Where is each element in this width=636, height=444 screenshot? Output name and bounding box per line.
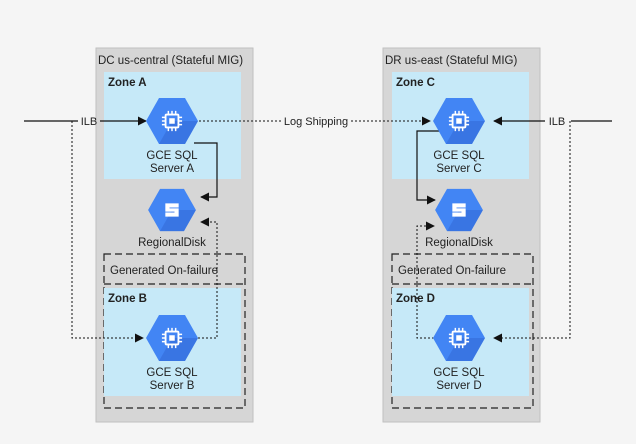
region-label: DR us-east (Stateful MIG) xyxy=(385,55,517,67)
server-label-line2: Server D xyxy=(436,380,481,392)
server-node-a[interactable]: GCE SQL Server A xyxy=(146,98,198,175)
log-shipping-label: Log Shipping xyxy=(284,116,348,128)
regional-disk-dc[interactable]: RegionalDisk xyxy=(138,188,206,249)
server-b-to-disk xyxy=(194,217,218,339)
disk-label: RegionalDisk xyxy=(425,237,493,249)
zone-label: Zone C xyxy=(396,77,435,89)
server-node-c[interactable]: GCE SQL Server C xyxy=(433,98,485,175)
ilb-left-label: ILB xyxy=(81,116,98,128)
server-node-b[interactable]: GCE SQL Server B xyxy=(146,315,198,392)
server-d-to-disk xyxy=(416,221,442,339)
failure-group-label: Generated On-failure xyxy=(398,265,506,277)
zone-label: Zone B xyxy=(108,293,147,305)
zone-label: Zone A xyxy=(108,77,147,89)
ilb-left-dotted-b xyxy=(71,121,144,343)
server-c-to-disk xyxy=(416,130,442,205)
server-label-line1: GCE SQL xyxy=(146,150,198,162)
server-label-line1: GCE SQL xyxy=(433,150,485,162)
ilb-right-dotted-d xyxy=(493,121,571,343)
regional-disk-dr[interactable]: RegionalDisk xyxy=(425,188,493,249)
server-a-to-disk xyxy=(194,142,218,202)
server-label-line1: GCE SQL xyxy=(146,367,198,379)
server-label-line1: GCE SQL xyxy=(433,367,485,379)
server-label-line2: Server B xyxy=(150,380,195,392)
connections xyxy=(24,116,612,343)
server-node-d[interactable]: GCE SQL Server D xyxy=(433,315,485,392)
zone-label: Zone D xyxy=(396,293,435,305)
disk-glyph-icon xyxy=(452,203,466,217)
ilb-right-label: ILB xyxy=(549,116,566,128)
failure-group-label: Generated On-failure xyxy=(110,265,218,277)
region-label: DC us-central (Stateful MIG) xyxy=(98,55,243,67)
server-label-line2: Server C xyxy=(436,163,481,175)
server-label-line2: Server A xyxy=(150,163,194,175)
disk-glyph-icon xyxy=(165,203,179,217)
zone-d: Zone D xyxy=(392,288,529,396)
disk-label: RegionalDisk xyxy=(138,237,206,249)
